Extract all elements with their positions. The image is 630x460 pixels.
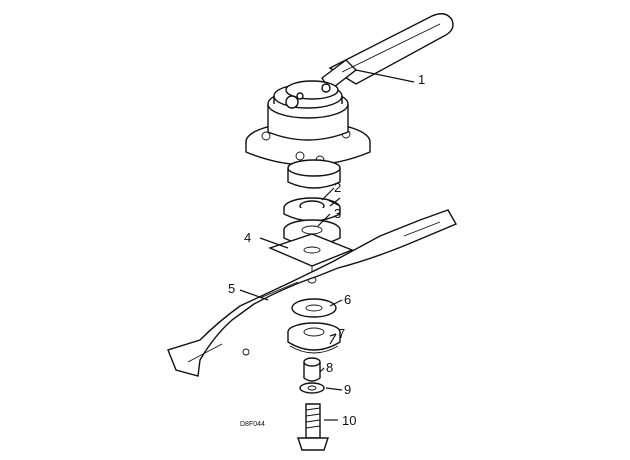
mower-blade — [167, 209, 457, 377]
drawing-code: D8F044 — [240, 421, 265, 428]
bolt — [297, 403, 329, 451]
callout-7: 7 — [338, 326, 345, 341]
lower-washer — [291, 298, 337, 318]
callout-5: 5 — [228, 281, 235, 296]
callout-6: 6 — [344, 292, 351, 307]
callout-2: 2 — [334, 180, 341, 195]
callout-10: 10 — [342, 413, 356, 428]
callout-1: 1 — [418, 72, 425, 87]
spindle-hub — [245, 80, 371, 189]
lower-cup-washers — [287, 322, 341, 354]
sleeve — [303, 357, 321, 382]
callout-labels: 1 2 3 4 5 6 7 8 9 10 — [228, 72, 425, 428]
callout-3: 3 — [334, 206, 341, 221]
lock-washer — [299, 382, 325, 394]
leader-lines — [239, 69, 415, 421]
lever-handle — [321, 13, 454, 92]
callout-8: 8 — [326, 360, 333, 375]
callout-9: 9 — [344, 382, 351, 397]
callout-4: 4 — [244, 230, 251, 245]
